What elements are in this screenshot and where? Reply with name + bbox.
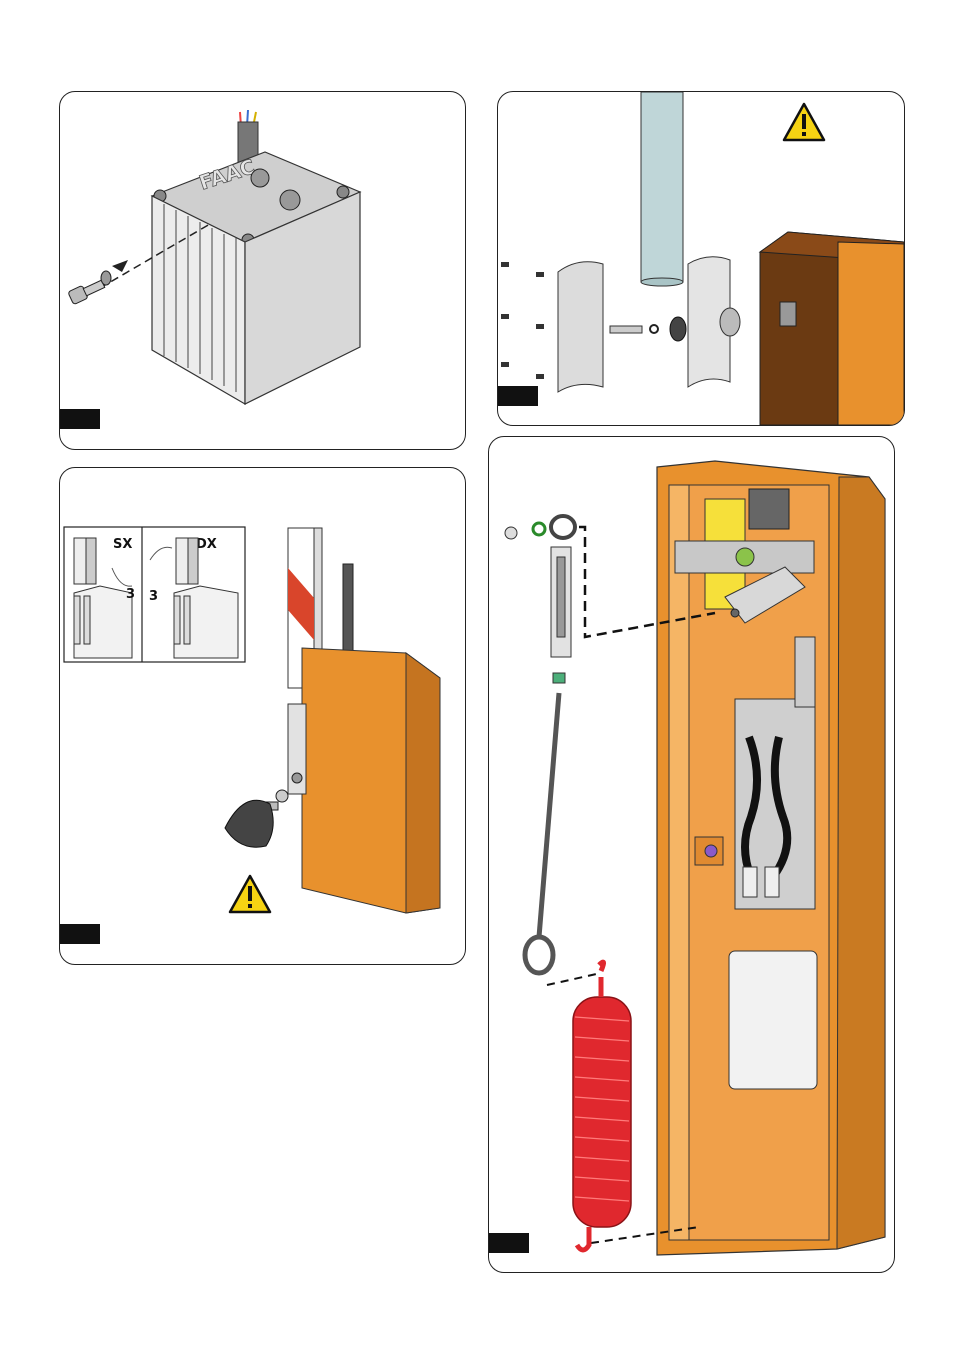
warning-icon xyxy=(230,876,270,912)
left-shell xyxy=(558,262,603,392)
figure-number-tag xyxy=(489,1233,529,1253)
turnbuckle-icon xyxy=(505,516,575,973)
callout-3-left: 3 xyxy=(126,587,135,602)
oil-cap xyxy=(280,190,300,210)
direction-arrow xyxy=(112,260,128,272)
figure-number-tag xyxy=(498,386,538,406)
boom-installation-drawing: SX DX 3 3 xyxy=(60,468,465,964)
figure-boom-fixing xyxy=(497,91,905,426)
sx-dx-inset: SX DX 3 3 xyxy=(64,527,245,662)
washer-icon xyxy=(101,271,111,285)
cover-cap xyxy=(225,800,273,847)
figure-balancing-spring xyxy=(488,436,895,1273)
motor-unit-drawing: FAAC xyxy=(60,92,465,449)
washer-icon xyxy=(276,790,288,802)
fixing-screws xyxy=(501,262,544,379)
callout-3-right: 3 xyxy=(149,589,158,604)
bolt-icon xyxy=(610,326,642,333)
balancing-spring-drawing xyxy=(489,437,894,1272)
warning-icon xyxy=(784,104,824,140)
figure-boom-installation: SX DX 3 3 xyxy=(59,467,466,965)
figure-number-tag xyxy=(60,924,100,944)
figure-number-tag xyxy=(60,409,100,429)
washer-icon xyxy=(650,325,658,333)
dx-label: DX xyxy=(196,537,217,552)
boom-shaft xyxy=(641,92,683,282)
boom-fixing-drawing xyxy=(498,92,904,425)
sx-label: SX xyxy=(113,537,132,552)
spring-icon xyxy=(573,962,631,1250)
figure-motor-unit: FAAC xyxy=(59,91,466,450)
electronics-box xyxy=(729,951,817,1089)
bolt-icon xyxy=(68,280,105,305)
